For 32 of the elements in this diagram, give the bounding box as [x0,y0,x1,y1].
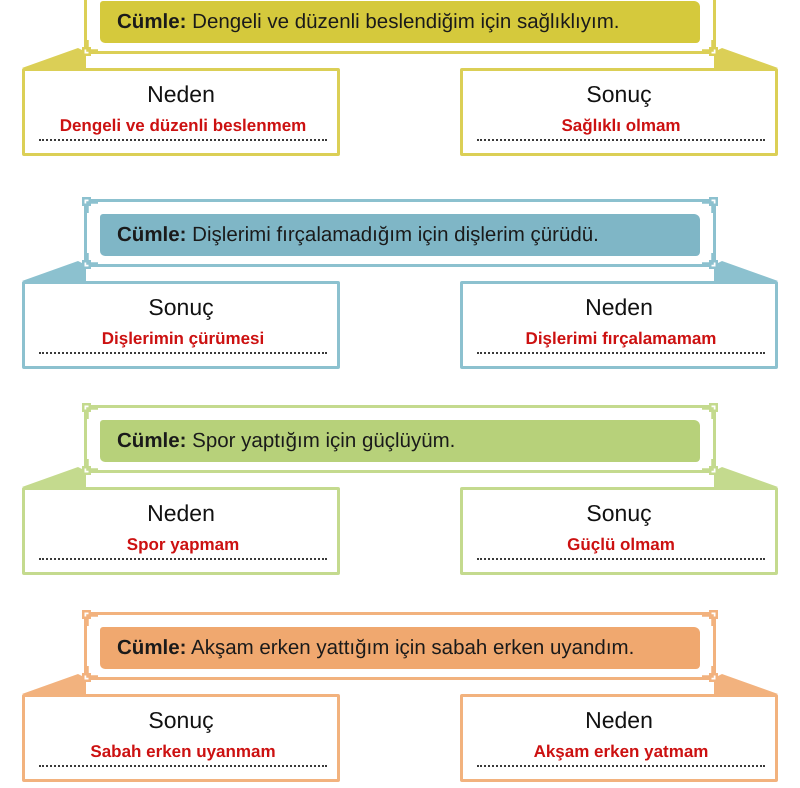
sentence-text: Cümle: Akşam erken yattığım için sabah erken uyandım. [117,636,634,660]
card-heading: Sonuç [585,499,653,527]
card-heading: Neden [146,499,216,527]
answer-field: Akşam erken yatmam [477,739,765,767]
answer-card [22,68,340,156]
sentence-text: Cümle: Dişlerimi fırçalamadığım için dişlerim çürüdü. [117,223,599,247]
answer-card [460,281,778,369]
answer-card [22,487,340,575]
card-heading: Neden [584,706,654,734]
sentence-text: Cümle: Dengeli ve düzenli beslendiğim için sağlıklıyım. [117,10,620,34]
answer-field: Dişlerimi fırçalamamam [477,326,765,354]
answer-card [22,694,340,782]
card-heading: Sonuç [147,706,215,734]
answer-card [22,281,340,369]
sentence-banner [84,199,716,267]
answer-card [460,68,778,156]
sentence-banner [84,405,716,473]
answer-field: Dengeli ve düzenli beslenmem [39,113,327,141]
answer-field: Spor yapmam [39,532,327,560]
answer-field: Sağlıklı olmam [477,113,765,141]
answer-card [460,694,778,782]
sentence-banner [84,612,716,680]
card-heading: Neden [584,293,654,321]
answer-field: Dişlerimin çürümesi [39,326,327,354]
sentence-banner [84,0,716,54]
card-heading: Sonuç [147,293,215,321]
answer-card [460,487,778,575]
sentence-text: Cümle: Spor yaptığım için güçlüyüm. [117,429,456,453]
answer-field: Güçlü olmam [477,532,765,560]
card-heading: Neden [146,80,216,108]
answer-field: Sabah erken uyanmam [39,739,327,767]
card-heading: Sonuç [585,80,653,108]
